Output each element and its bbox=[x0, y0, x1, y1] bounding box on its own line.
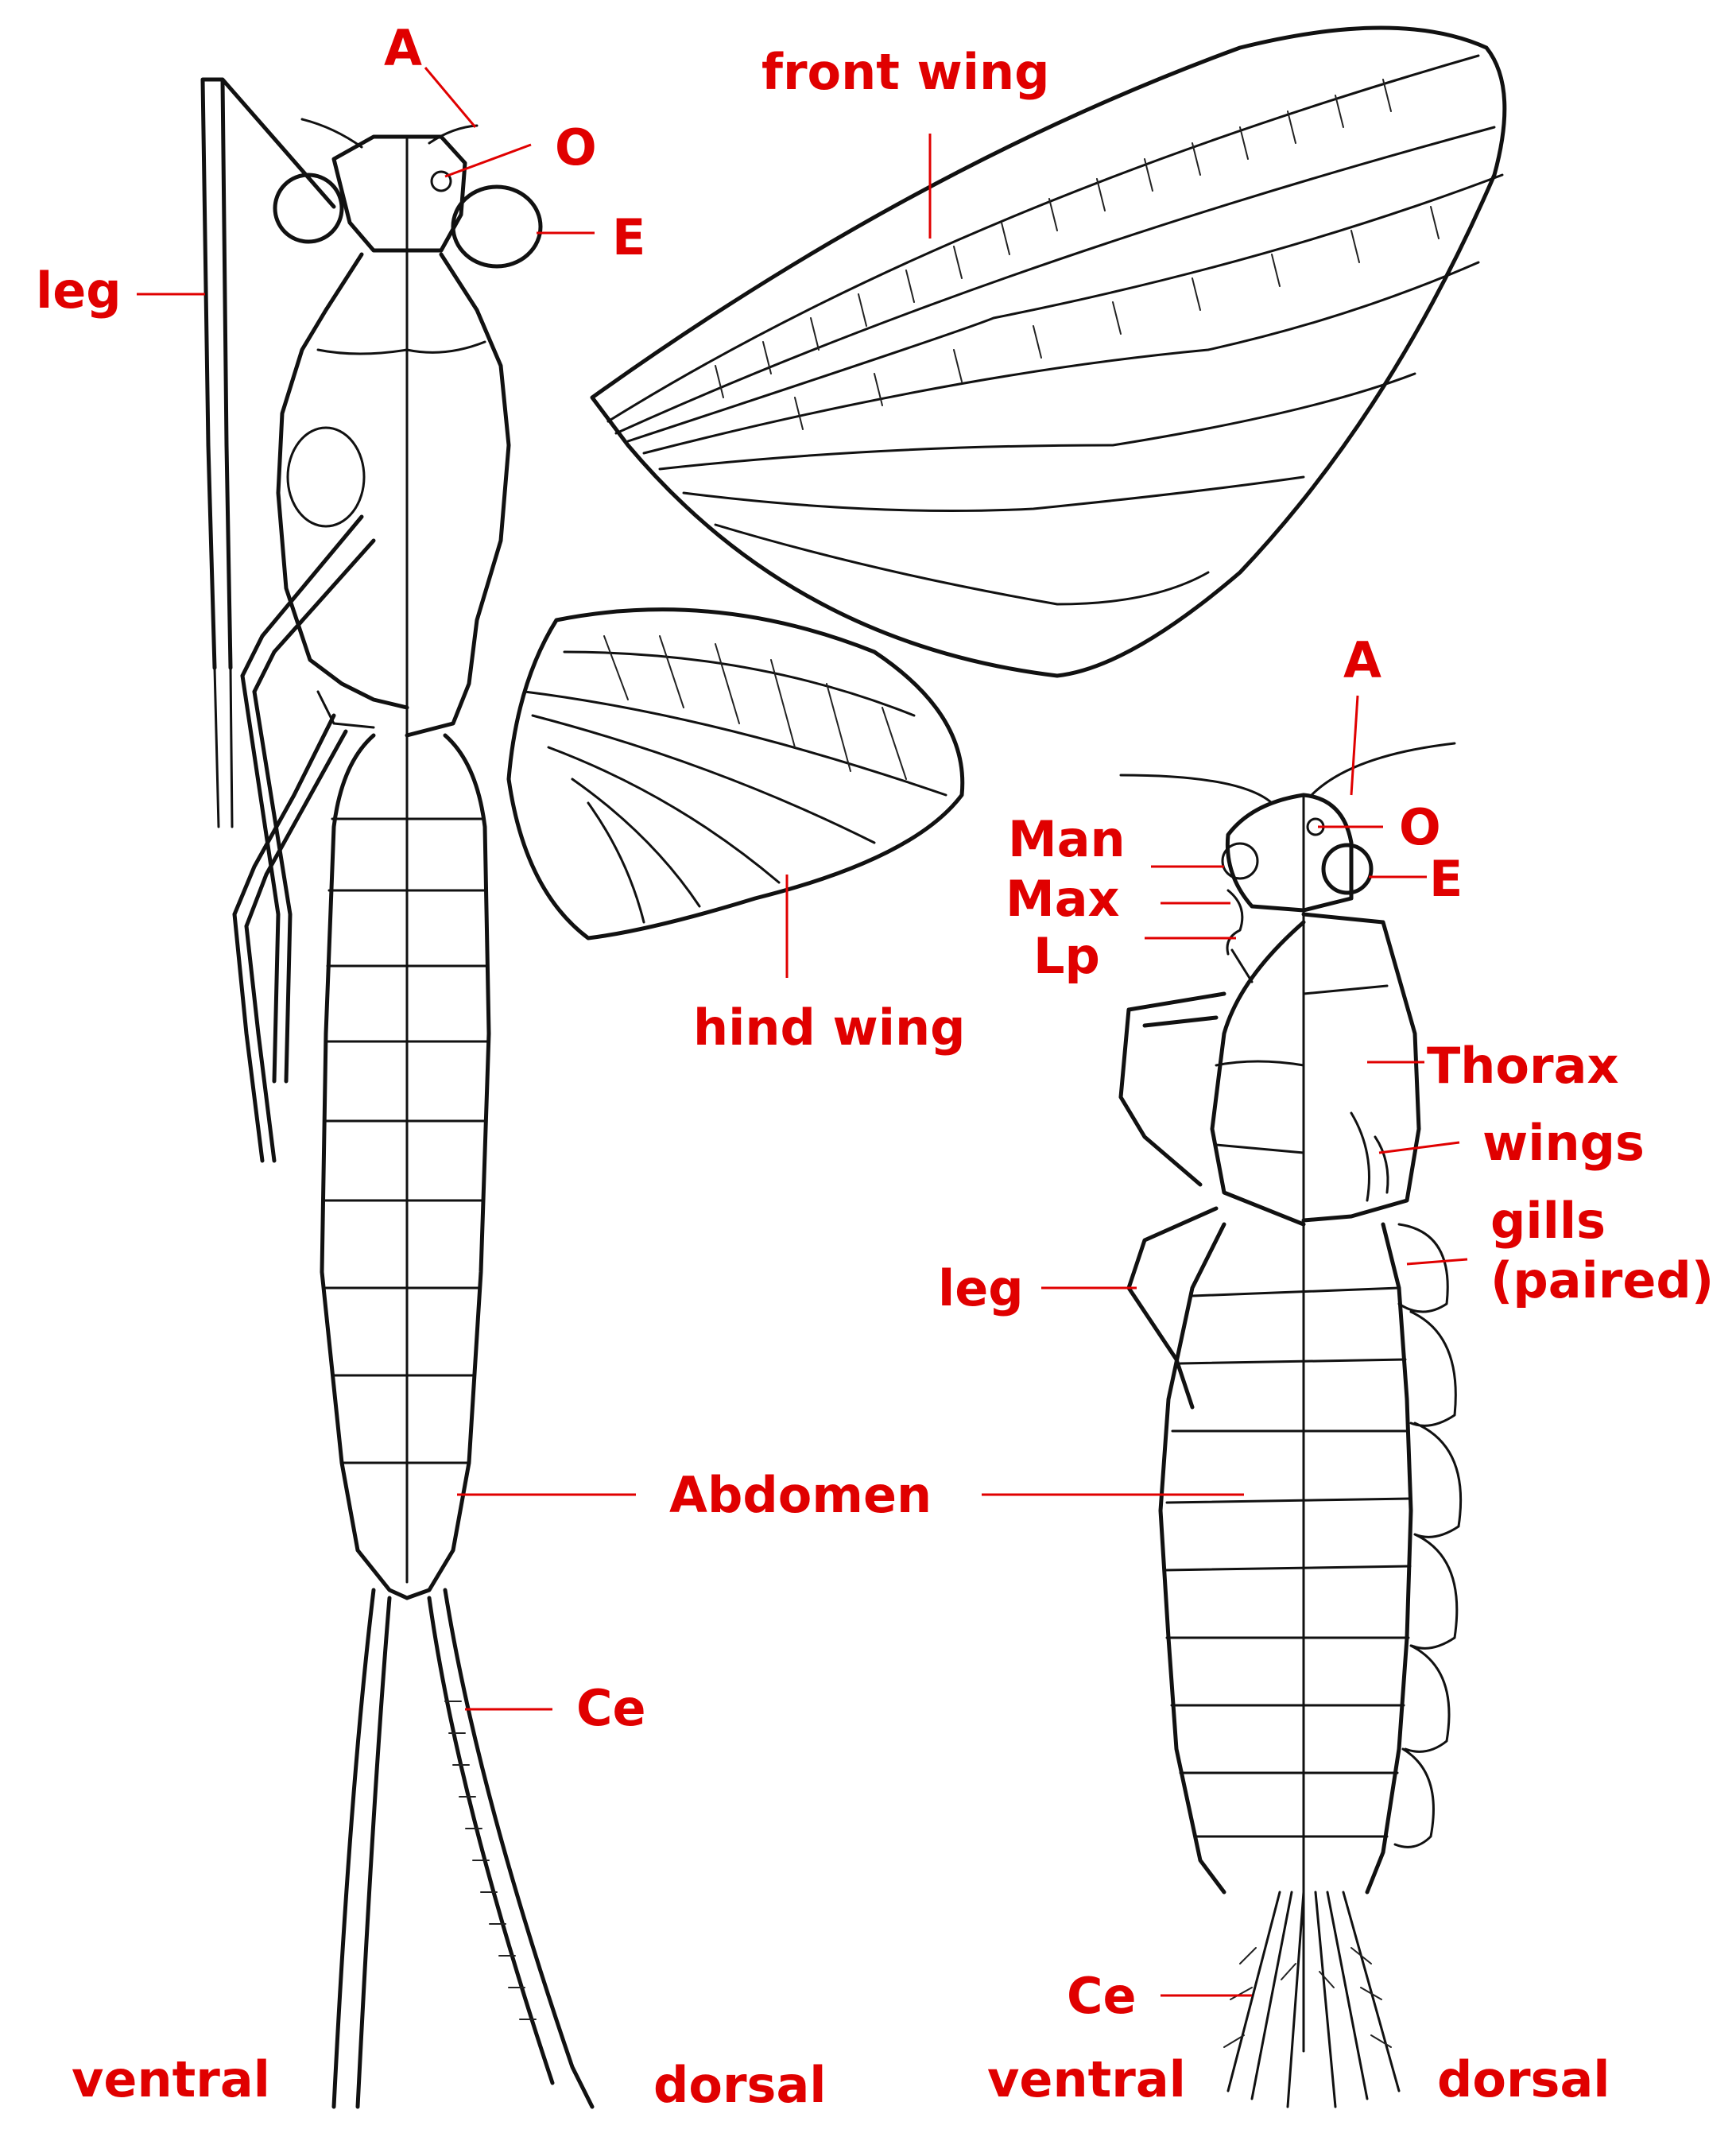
adult-foreleg-tarsus bbox=[213, 666, 234, 828]
nymph-gills bbox=[1393, 1223, 1463, 1848]
adult-midleg-tibia bbox=[240, 673, 293, 1084]
front-wing-veins bbox=[606, 54, 1504, 606]
nymph-label-cerci: Ce bbox=[1067, 1967, 1137, 2025]
adult-hindleg-tarsus bbox=[232, 912, 277, 1163]
adult-label-leg: leg bbox=[36, 262, 122, 320]
adult-abdomen-ventral bbox=[320, 733, 409, 1600]
nymph-label-gills-paired: (paired) bbox=[1490, 1251, 1715, 1309]
adult-label-eye: E bbox=[612, 208, 646, 266]
adult-label-hind-wing: hind wing bbox=[693, 999, 966, 1057]
nymph-label-maxilla: Max bbox=[1006, 870, 1120, 928]
nymph-label-dorsal: dorsal bbox=[1437, 2050, 1610, 2108]
adult-thorax-suture bbox=[405, 340, 486, 354]
adult-cercus-dorsal bbox=[443, 1588, 595, 2109]
nymph-thorax-dorsal bbox=[1301, 912, 1421, 1223]
adult-cercus-dorsal-2 bbox=[427, 1596, 555, 2085]
adult-label-ventral: ventral bbox=[72, 2050, 270, 2108]
adult-cercus-ventral bbox=[331, 1588, 376, 2109]
nymph-drawing bbox=[1118, 742, 1463, 2108]
nymph-labial-palp bbox=[1230, 948, 1254, 983]
adult-front-wing-drawing bbox=[590, 25, 1507, 678]
nymph-label-wings: wings bbox=[1482, 1114, 1645, 1172]
nymph-thorax-sutures bbox=[1215, 984, 1389, 1154]
nymph-abdomen-ventral bbox=[1158, 1222, 1226, 1895]
adult-abdomen-segments bbox=[322, 817, 490, 1464]
adult-cercus-annuli bbox=[444, 1701, 537, 2020]
nymph-label-gills: gills bbox=[1490, 1192, 1606, 1250]
nymph-label-mandible: Man bbox=[1008, 810, 1126, 868]
adult-ocellus bbox=[430, 170, 452, 192]
adult-antenna-ventral bbox=[300, 118, 363, 149]
adult-thorax-ventral-outline bbox=[276, 252, 409, 710]
nymph-thorax-ventral bbox=[1210, 920, 1306, 1227]
leader-adult-antenna bbox=[424, 67, 477, 128]
adult-midleg-femur bbox=[240, 514, 376, 694]
adult-label-ocelli: O bbox=[555, 118, 597, 176]
adult-label-abdomen: Abdomen bbox=[669, 1466, 932, 1524]
nymph-cerci bbox=[1226, 1891, 1401, 2108]
nymph-label-antenna: A bbox=[1343, 631, 1381, 689]
front-wing-outline bbox=[590, 25, 1507, 678]
nymph-label-thorax: Thorax bbox=[1427, 1037, 1619, 1095]
nymph-mandible bbox=[1221, 842, 1259, 880]
leader-nymph-antenna bbox=[1350, 695, 1359, 796]
hind-wing-crossveins bbox=[603, 635, 907, 780]
label-leader-lines bbox=[137, 67, 1468, 1997]
adult-abdomen-dorsal bbox=[405, 733, 491, 1600]
adult-cercus-ventral-2 bbox=[355, 1596, 392, 2109]
leader-nymph-gills bbox=[1406, 1258, 1468, 1266]
adult-eye-ventral bbox=[273, 173, 344, 244]
nymph-abdomen-dorsal bbox=[1365, 1222, 1413, 1895]
nymph-maxilla bbox=[1226, 889, 1244, 956]
adult-antenna bbox=[428, 124, 479, 145]
adult-label-front-wing: front wing bbox=[761, 43, 1050, 101]
nymph-label-ocelli: O bbox=[1399, 798, 1441, 856]
adult-metathorax bbox=[316, 690, 375, 729]
adult-thorax-suture-ventral bbox=[316, 348, 409, 355]
nymph-foreleg bbox=[1118, 991, 1226, 1187]
adult-hindleg bbox=[232, 713, 348, 929]
adult-eye-dorsal bbox=[451, 184, 543, 269]
adult-mayfly-drawing bbox=[200, 77, 595, 2109]
nymph-antenna bbox=[1310, 742, 1456, 797]
nymph-eye bbox=[1321, 843, 1374, 895]
nymph-abdomen-segments bbox=[1164, 1286, 1412, 1838]
adult-label-cerci: Ce bbox=[576, 1679, 646, 1737]
leader-nymph-wings bbox=[1378, 1141, 1460, 1154]
adult-foreleg bbox=[200, 77, 336, 448]
nymph-head bbox=[1225, 793, 1354, 913]
nymph-cerci-setae bbox=[1223, 1947, 1392, 2048]
leader-adult-ocelli bbox=[444, 143, 532, 178]
nymph-wingpad bbox=[1350, 1111, 1389, 1202]
nymph-label-leg: leg bbox=[938, 1259, 1024, 1317]
adult-head bbox=[331, 134, 467, 253]
hind-wing-veins bbox=[523, 650, 947, 924]
adult-coxa bbox=[286, 426, 366, 528]
nymph-antenna-ventral bbox=[1119, 774, 1273, 805]
front-wing-crossveins bbox=[715, 79, 1440, 430]
adult-foreleg-tibia bbox=[206, 443, 233, 670]
nymph-label-ventral: ventral bbox=[987, 2050, 1186, 2108]
adult-hind-wing-drawing bbox=[506, 607, 965, 941]
nymph-label-labial-palp: Lp bbox=[1033, 927, 1100, 985]
adult-thorax-dorsal-outline bbox=[405, 252, 511, 738]
nymph-label-eye: E bbox=[1429, 850, 1463, 908]
adult-label-dorsal: dorsal bbox=[653, 2056, 827, 2114]
hind-wing-outline bbox=[506, 607, 965, 941]
adult-label-antenna: A bbox=[384, 19, 422, 77]
